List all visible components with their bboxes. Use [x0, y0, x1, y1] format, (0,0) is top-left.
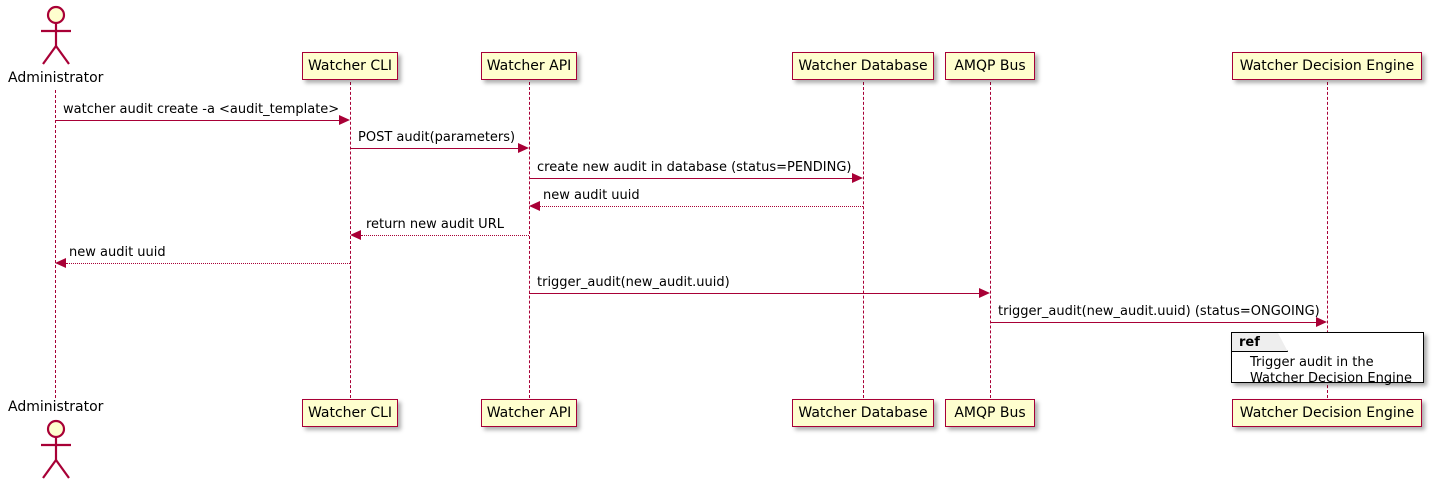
message-label-trigger-audit-ongoing: trigger_audit(new_audit.uuid) (status=ON… [998, 304, 1320, 319]
lifeline-amqp-bus [990, 82, 991, 398]
participant-watcher-database-top[interactable]: Watcher Database [792, 52, 934, 80]
message-label-create-new-audit: create new audit in database (status=PEN… [537, 160, 852, 175]
participant-watcher-cli-bottom[interactable]: Watcher CLI [302, 399, 398, 427]
participant-watcher-cli-top[interactable]: Watcher CLI [302, 52, 398, 80]
participant-amqp-bus-top[interactable]: AMQP Bus [945, 52, 1035, 80]
message-arrowhead-create-new-audit [852, 173, 863, 183]
actor-label-bottom: Administrator [8, 399, 104, 415]
message-line-trigger-audit-ongoing [990, 322, 1316, 323]
participant-amqp-bus-bottom[interactable]: AMQP Bus [945, 399, 1035, 427]
message-label-post-audit: POST audit(parameters) [358, 130, 516, 145]
participant-watcher-database-bottom[interactable]: Watcher Database [792, 399, 934, 427]
actor-label-top: Administrator [8, 70, 104, 86]
ref-fragment-line2: Watcher Decision Engine [1250, 371, 1412, 386]
message-line-return-new-audit-url [361, 235, 529, 236]
lifeline-watcher-decision-engine [1327, 82, 1328, 398]
message-line-new-audit-uuid-cli [66, 263, 350, 264]
message-arrowhead-watcher-audit-create [339, 115, 350, 125]
lifeline-administrator [55, 90, 56, 398]
message-arrowhead-return-new-audit-url [350, 230, 361, 240]
message-line-watcher-audit-create [55, 120, 339, 121]
message-arrowhead-trigger-audit [979, 288, 990, 298]
actor-stick-figure-icon [41, 5, 71, 65]
ref-fragment-line1: Trigger audit in the [1250, 355, 1374, 370]
participant-watcher-decision-engine-bottom[interactable]: Watcher Decision Engine [1232, 399, 1422, 427]
message-line-new-audit-uuid-db [540, 206, 863, 207]
message-label-new-audit-uuid-db: new audit uuid [543, 188, 640, 203]
message-arrowhead-new-audit-uuid-db [529, 201, 540, 211]
actor-administrator-bottom [33, 418, 79, 486]
participant-watcher-decision-engine-top[interactable]: Watcher Decision Engine [1232, 52, 1422, 80]
message-arrowhead-trigger-audit-ongoing [1316, 317, 1327, 327]
participant-watcher-api-top[interactable]: Watcher API [481, 52, 577, 80]
actor-stick-figure-icon [41, 419, 71, 479]
message-label-new-audit-uuid-cli: new audit uuid [69, 245, 166, 260]
participant-watcher-api-bottom[interactable]: Watcher API [481, 399, 577, 427]
actor-administrator-top [33, 4, 79, 72]
ref-fragment-tab: ref [1232, 333, 1288, 352]
message-label-return-new-audit-url: return new audit URL [366, 217, 504, 232]
message-line-post-audit [350, 148, 518, 149]
message-label-watcher-audit-create: watcher audit create -a <audit_template> [63, 102, 340, 117]
message-line-trigger-audit [529, 293, 979, 294]
message-arrowhead-post-audit [518, 143, 529, 153]
lifeline-watcher-cli [350, 82, 351, 398]
ref-fragment: ref Trigger audit in the Watcher Decisio… [1231, 332, 1424, 386]
lifeline-watcher-api [529, 82, 530, 398]
message-label-trigger-audit: trigger_audit(new_audit.uuid) [537, 275, 730, 290]
lifeline-watcher-database [863, 82, 864, 398]
message-arrowhead-new-audit-uuid-cli [55, 258, 66, 268]
ref-fragment-text: Trigger audit in the Watcher Decision En… [1250, 355, 1412, 387]
message-line-create-new-audit [529, 178, 852, 179]
